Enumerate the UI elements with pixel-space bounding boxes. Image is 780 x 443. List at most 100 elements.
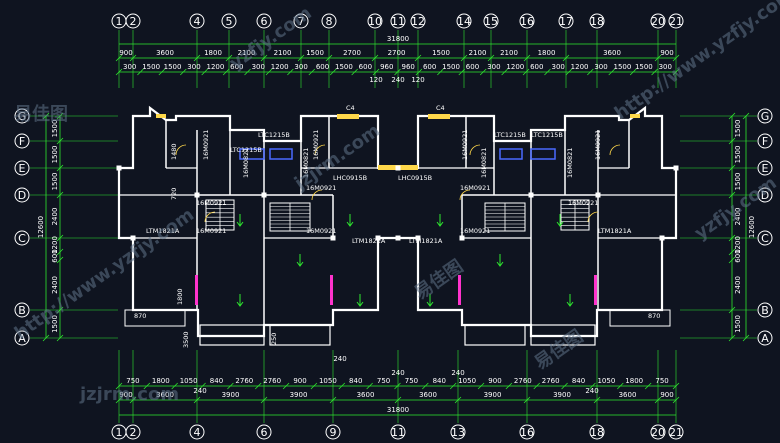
bottom-dim-row1-tick: [366, 382, 373, 390]
axis-right-C-circle: [757, 230, 773, 246]
axis-bottom-4-circle: [189, 424, 205, 440]
label-ltc1215b-right-b: LTC1215B: [531, 131, 563, 139]
top-dim-row1-label: 1500: [432, 49, 450, 57]
top-dim-row1-label: 3600: [603, 49, 621, 57]
axis-bottom-11-circle: [390, 424, 406, 440]
bottom-dim-row2-tick: [394, 396, 402, 404]
axis-right-E-circle: [757, 160, 773, 176]
left-balcony-1: [199, 324, 265, 346]
axis-top-11-circle: [390, 13, 406, 29]
axis-bottom-16-label: 16: [520, 426, 534, 439]
axis-right-F-label: F: [762, 135, 768, 148]
axis-left-F-label: F: [19, 135, 25, 148]
axis-bottom-2-circle: [125, 424, 141, 440]
top-dim-row2-tick: [308, 68, 316, 76]
left-unit-outer-top: [119, 105, 398, 170]
top-dim-row2-tick: [287, 68, 294, 76]
axis-left-F-circle: [14, 133, 30, 149]
top-dim-row2-label: 1500: [442, 63, 460, 71]
left-dim-tick: [56, 164, 64, 172]
bottom-dim-row2-tick: [593, 396, 601, 404]
left-dim-tick: [56, 137, 64, 145]
top-dim-row2-tick: [415, 68, 423, 76]
top-dim-row1-label: 2100: [500, 49, 518, 57]
window-3: [156, 114, 166, 118]
door-swing-5: [459, 189, 471, 201]
top-dim-row2-tick: [201, 68, 208, 76]
door-swing-4: [311, 189, 323, 201]
label-lhc0915b-left: LHC0915B: [333, 174, 367, 182]
top-dim-row2-tick: [587, 68, 594, 76]
bottom-dim-row2-tick: [193, 396, 201, 404]
top-dim-row2-tick: [394, 68, 401, 76]
bottom-dim-row1-tick: [477, 382, 485, 390]
axis-top-10-circle: [367, 13, 383, 29]
top-dim-row2-tick: [458, 68, 466, 76]
top-dim-row1-tick: [225, 54, 233, 62]
axis-bottom-21-circle: [668, 424, 684, 440]
top-dim-row2-label: 300: [187, 63, 200, 71]
bottom-dim-row1-tick: [561, 382, 568, 390]
bottom-dim-row1-tick: [143, 382, 151, 390]
opening-magenta-3: [594, 275, 597, 305]
axis-top-6-circle: [256, 13, 272, 29]
axis-left-C-circle: [14, 230, 30, 246]
right-dim-label: 1500: [734, 120, 742, 138]
axis-left-A-label: A: [18, 332, 26, 345]
left-dim-label: 1500: [51, 146, 59, 164]
bottom-dim-row2-tick: [329, 396, 337, 404]
bottom-dim-row1-tick: [338, 382, 346, 390]
door-swing-2: [469, 144, 481, 156]
axis-top-7-circle: [293, 13, 309, 29]
label-16m0821-c: 16M0821: [480, 148, 488, 178]
bottom-dim-row2-tick: [672, 396, 680, 404]
axis-top-21-label: 21: [669, 15, 683, 28]
bottom-dim-row1-tick: [394, 382, 401, 390]
bottom-dim-small-label: 240: [333, 355, 346, 363]
axis-top-5-circle: [221, 13, 237, 29]
bottom-dim-row1-tick: [171, 382, 178, 390]
axis-bottom-13-label: 13: [451, 426, 465, 439]
axis-right-G-circle: [757, 108, 773, 124]
axis-top-14-circle: [456, 13, 472, 29]
right-total-label: 12600: [748, 216, 756, 238]
left-dim-label: 2400: [51, 208, 59, 226]
top-dim-row1-tick: [414, 54, 422, 62]
left-dim-label: 600: [51, 249, 59, 262]
axis-bottom-18-circle: [589, 424, 605, 440]
label-16m0921-f: 16M0921: [460, 227, 490, 235]
column-11: [673, 165, 679, 171]
axis-right-E-label: E: [762, 162, 769, 175]
left-dim-tick: [56, 234, 64, 242]
top-dim-row2-label: 600: [230, 63, 243, 71]
top-dim-row2-tick: [501, 68, 508, 76]
bottom-dim-row1-label: 1050: [597, 377, 615, 385]
top-dim-row1-tick: [371, 54, 379, 62]
bath-fixture-0: [239, 148, 265, 160]
label-870-right: 870: [648, 312, 660, 320]
right-balcony-2: [530, 324, 596, 346]
top-dim-row2-label: 300: [594, 63, 607, 71]
axis-bottom-1-label: 1: [116, 426, 123, 439]
axis-right-D-circle: [757, 187, 773, 203]
top-dim-row2-tick: [265, 68, 273, 76]
top-dim-row1-label: 1500: [306, 49, 324, 57]
axis-top-7-label: 7: [298, 15, 305, 28]
bottom-dim-row1-label: 1800: [625, 377, 643, 385]
bottom-dim-row1-tick: [617, 382, 624, 390]
top-dim-row2-tick: [137, 68, 144, 76]
bottom-dim-row2-label: 3600: [357, 391, 375, 399]
label-ltm1821a-3: LTM1821A: [409, 237, 443, 245]
label-16m0921-e: 16M0921: [460, 184, 490, 192]
bottom-dim-row2-label: 900: [660, 391, 673, 399]
axis-left-D-label: D: [18, 189, 26, 202]
axis-top-12-label: 12: [411, 15, 425, 28]
top-dim-row2-tick: [158, 68, 166, 76]
axis-top-10-label: 10: [368, 15, 382, 28]
bottom-dim-row1-label: 1050: [319, 377, 337, 385]
top-dim-row2-label: 600: [359, 63, 372, 71]
direction-arrow-7: [566, 294, 574, 307]
